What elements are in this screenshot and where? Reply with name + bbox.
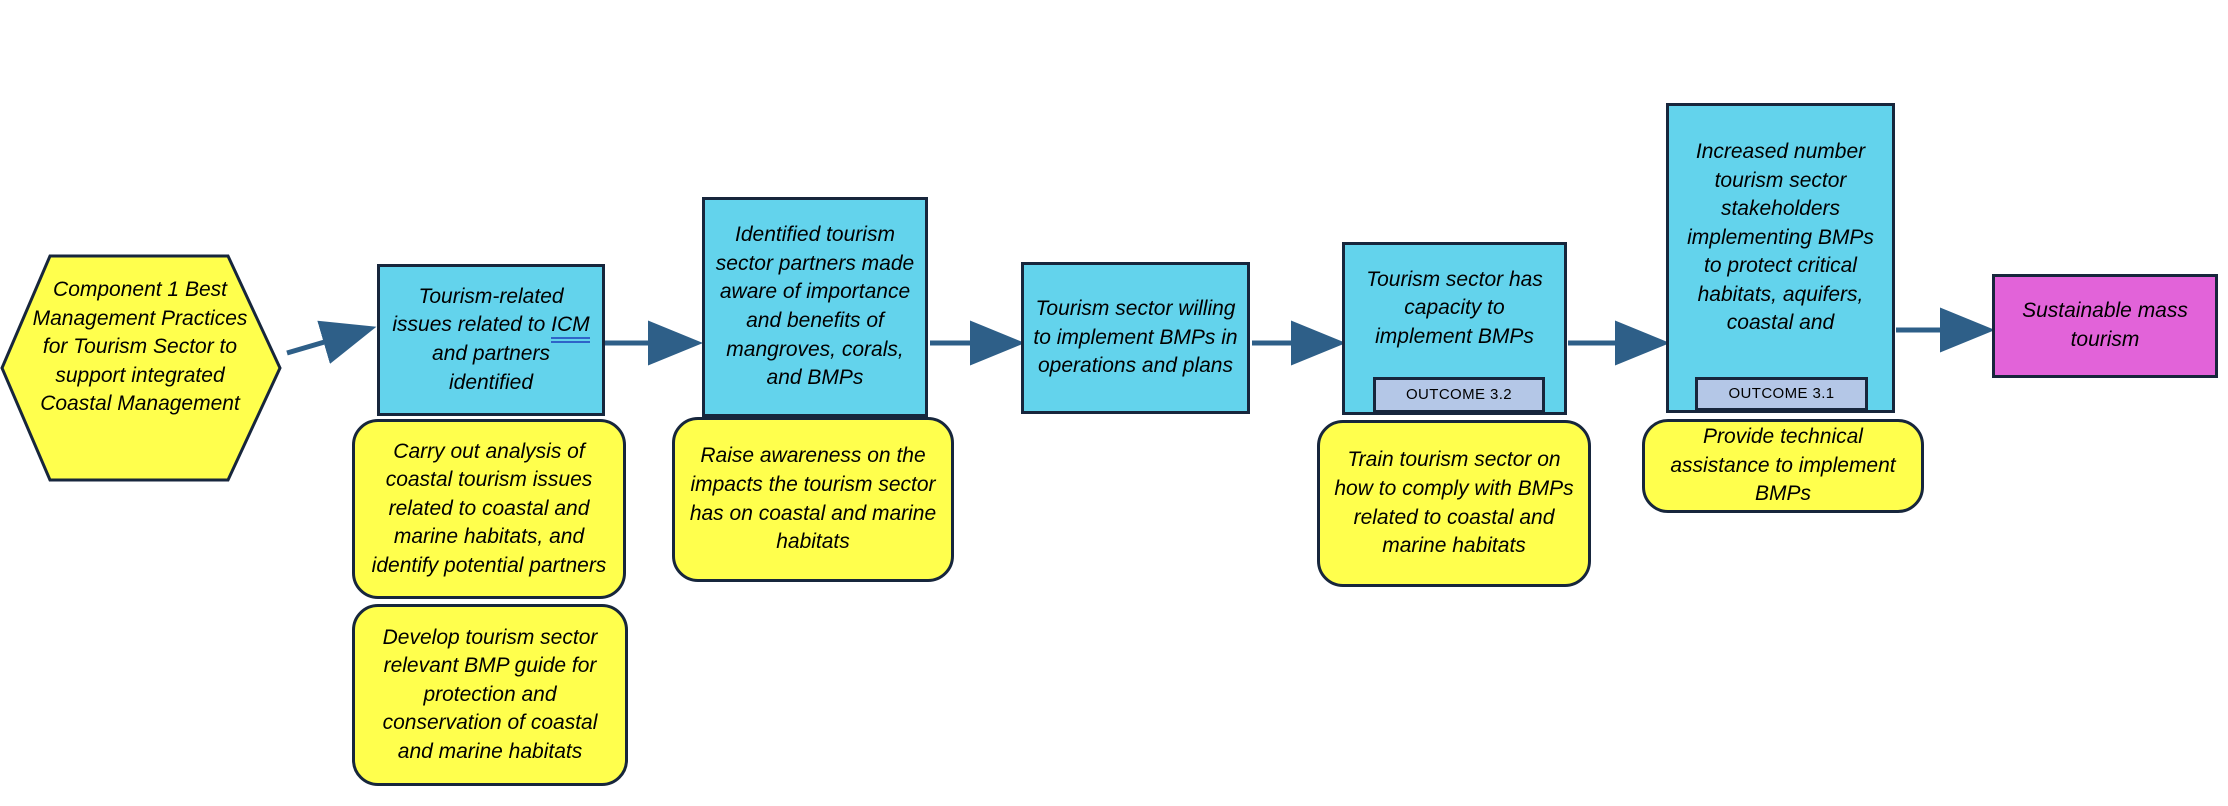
outcome-3-2-tag: OUTCOME 3.2 (1373, 377, 1545, 413)
output-box-increased-stakeholders-text: Increased number tourism sector stakehol… (1687, 140, 1874, 335)
activity-box-provide-technical-assistance: Provide technical assistance to implemen… (1642, 419, 1924, 513)
goal-box-sustainable-tourism-text: Sustainable mass tourism (2022, 299, 2188, 351)
activity-box-train-tourism-sector: Train tourism sector on how to comply wi… (1317, 420, 1591, 587)
output-box-sector-willing: Tourism sector willing to implement BMPs… (1021, 262, 1250, 414)
activity-box-carry-out-analysis-text: Carry out analysis of coastal tourism is… (371, 439, 607, 577)
component-label: Component 1 Best Management Practices fo… (32, 278, 248, 416)
icm-underlined-term: ICM (551, 313, 590, 344)
activity-box-develop-bmp-guide: Develop tourism sector relevant BMP guid… (352, 604, 628, 786)
activity-box-train-tourism-sector-text: Train tourism sector on how to comply wi… (1334, 448, 1574, 558)
output-box-issues-identified: Tourism-related issues related to ICM an… (377, 264, 605, 416)
component-hexagon (0, 254, 282, 482)
goal-box-sustainable-tourism: Sustainable mass tourism (1992, 274, 2218, 378)
activity-box-develop-bmp-guide-text: Develop tourism sector relevant BMP guid… (382, 625, 598, 763)
arrow-component-to-output1 (286, 320, 377, 364)
output-box-sector-capacity-text: Tourism sector has capacity to implement… (1366, 267, 1543, 348)
output-box-sector-willing-text: Tourism sector willing to implement BMPs… (1033, 297, 1238, 378)
output-box-partners-aware: Identified tourism sector partners made … (702, 197, 928, 417)
output-box-increased-stakeholders: Increased number tourism sector stakehol… (1666, 103, 1895, 413)
activity-box-raise-awareness: Raise awareness on the impacts the touri… (672, 417, 954, 582)
output-box-issues-identified-text: Tourism-related issues related to ICM an… (392, 284, 590, 394)
activity-box-provide-technical-assistance-text: Provide technical assistance to implemen… (1670, 425, 1896, 506)
output-box-sector-capacity: Tourism sector has capacity to implement… (1342, 242, 1567, 415)
outcome-3-1-tag: OUTCOME 3.1 (1695, 377, 1868, 411)
output-box-partners-aware-text: Identified tourism sector partners made … (715, 223, 915, 390)
activity-box-carry-out-analysis: Carry out analysis of coastal tourism is… (352, 419, 626, 599)
activity-box-raise-awareness-text: Raise awareness on the impacts the touri… (689, 444, 937, 554)
